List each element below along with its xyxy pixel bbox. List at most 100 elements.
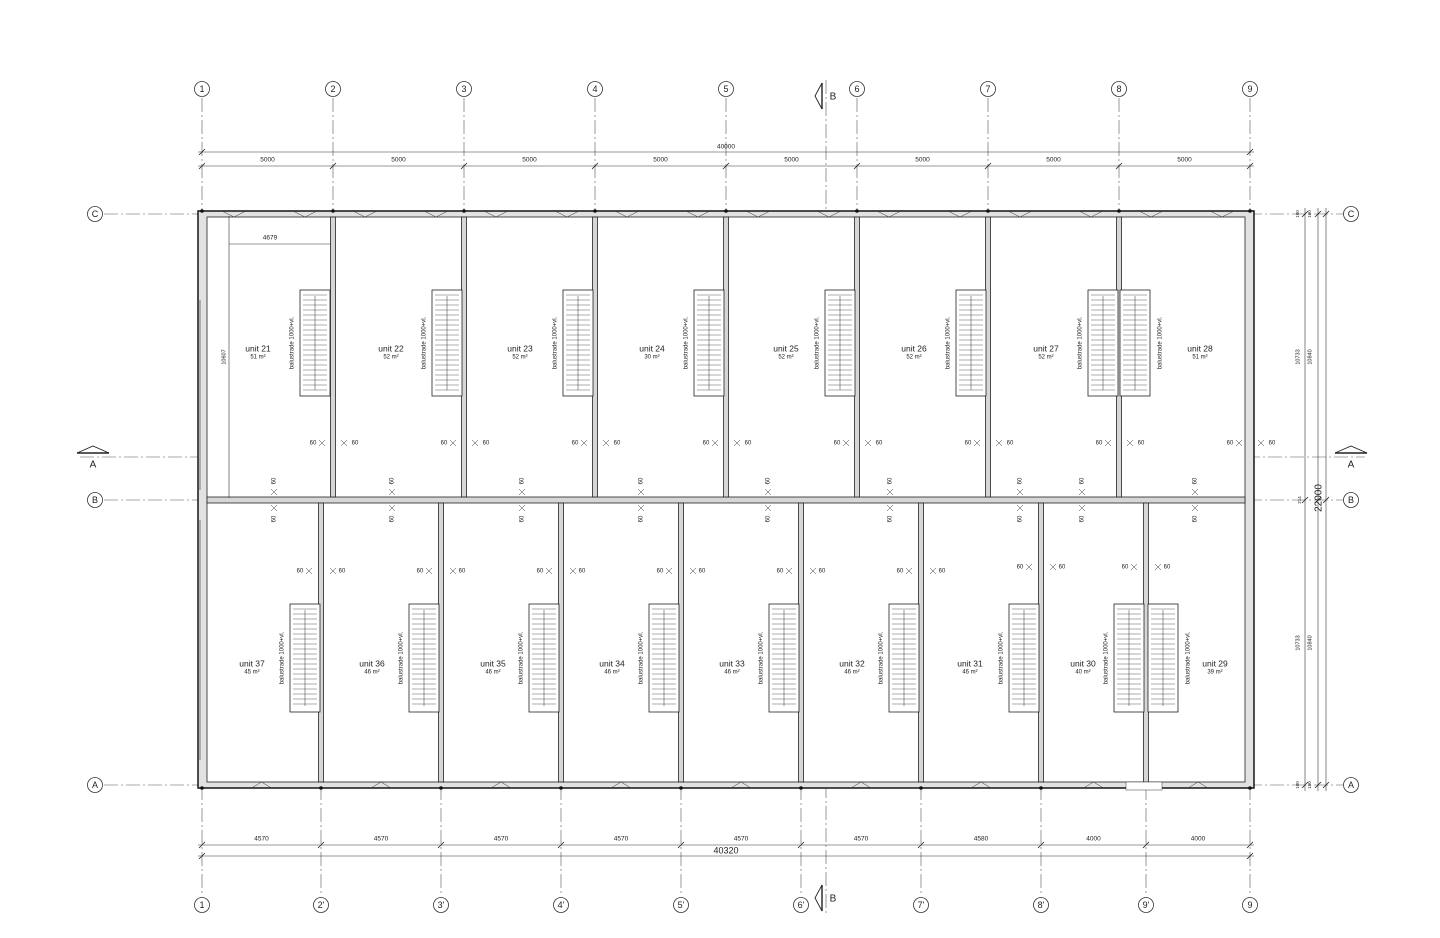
- stair-label-top: balustrade 1000+vl.: [553, 316, 559, 369]
- grid-bubble-top: [194, 81, 210, 97]
- dim-tick: [198, 162, 206, 170]
- dim-tick: [917, 841, 925, 849]
- dim-tick: [1301, 781, 1309, 789]
- offset-mark: [1191, 488, 1199, 512]
- window-top: [745, 210, 842, 218]
- grid-label-bottom: 1: [199, 900, 204, 910]
- unit-name-bottom: unit 35: [480, 658, 506, 668]
- stair-label-bottom: balustrade 1000+vl.: [399, 631, 405, 684]
- dim-tick: [198, 852, 206, 860]
- dimension-top-segment: 5000: [1046, 157, 1061, 164]
- unit-area-top: 52 m²: [906, 355, 921, 361]
- offset-mark: [711, 439, 741, 447]
- offset-label: 60: [441, 441, 448, 447]
- window-bottom: [1083, 781, 1104, 789]
- unit-name-top: unit 22: [378, 343, 404, 353]
- grid-label-row-right: C: [1348, 209, 1355, 219]
- offset-mark: [270, 488, 278, 512]
- grid-bubble-bottom: [1242, 897, 1258, 913]
- grid-bubble-bottom: [913, 897, 929, 913]
- offset-mark: [1130, 563, 1162, 571]
- window-top: [1007, 210, 1104, 218]
- dim-tick: [1322, 781, 1330, 789]
- stair-label-top: balustrade 1000+vl.: [422, 316, 428, 369]
- grid-bubble-top: [849, 81, 865, 97]
- grid-bubble-bottom: [1033, 897, 1049, 913]
- dim-tick: [198, 841, 206, 849]
- offset-label-vertical: 60: [888, 515, 894, 522]
- dim-tick: [557, 841, 565, 849]
- unit-area-top: 51 m²: [1192, 355, 1207, 361]
- grid-bubble-top: [980, 81, 996, 97]
- dim-tick: [1246, 852, 1254, 860]
- grid-bubble-bottom: [1138, 897, 1154, 913]
- unit-name-bottom: unit 34: [599, 658, 625, 668]
- grid-bubble-row-left: [87, 492, 103, 508]
- unit-name-bottom: unit 36: [359, 658, 385, 668]
- dim-tick: [1246, 162, 1254, 170]
- stair-label-bottom: balustrade 1000+vl.: [759, 631, 765, 684]
- offset-label: 60: [1017, 565, 1024, 571]
- grid-label-bottom: 7': [918, 900, 925, 910]
- window-bottom: [970, 781, 992, 789]
- offset-label-vertical: 60: [1080, 477, 1086, 484]
- dim-tick: [722, 162, 730, 170]
- offset-label: 60: [537, 569, 544, 575]
- offset-mark: [318, 439, 348, 447]
- dim-tick: [329, 162, 337, 170]
- dim-tick: [1322, 210, 1330, 218]
- window-top: [352, 210, 449, 218]
- section-a-label-left: A: [90, 460, 97, 471]
- dim-tick: [591, 162, 599, 170]
- grid-bubble-top: [718, 81, 734, 97]
- unit-area-top: 51 m²: [250, 355, 265, 361]
- grid-bubble-bottom: [553, 897, 569, 913]
- dim-tick: [1246, 841, 1254, 849]
- grid-label-bottom: 5': [678, 900, 685, 910]
- offset-label: 60: [614, 441, 621, 447]
- offset-mark: [1025, 563, 1057, 571]
- dimension-bottom-segment: 4000: [1191, 836, 1206, 843]
- section-a-marker-right: [1334, 445, 1368, 454]
- offset-mark: [1104, 439, 1134, 447]
- offset-label-vertical: 60: [1193, 477, 1199, 484]
- offset-label: 60: [352, 441, 359, 447]
- grid-label-bottom: 9: [1247, 900, 1252, 910]
- grid-bubble-row-left: [87, 206, 103, 222]
- window-bottom: [610, 781, 632, 789]
- dimension-right-small: 100: [1307, 781, 1312, 789]
- unit-area-bottom: 46 m²: [364, 670, 379, 676]
- grid-bubble-bottom: [433, 897, 449, 913]
- stair-label-bottom: balustrade 1000+vl.: [999, 631, 1005, 684]
- dimension-bottom-segment: 4570: [494, 836, 509, 843]
- dim-tick: [198, 148, 206, 156]
- column-dot: [724, 209, 728, 213]
- offset-mark: [905, 567, 937, 575]
- unit-area-top: 52 m²: [1038, 355, 1053, 361]
- column-dot: [200, 786, 204, 790]
- dimension-right-lower: 10733: [1295, 635, 1301, 650]
- grid-label-top: 1: [199, 84, 204, 94]
- unit-name-top: unit 28: [1187, 343, 1213, 353]
- grid-bubble-row-right: [1343, 777, 1359, 793]
- window-top: [876, 210, 973, 218]
- offset-label: 60: [699, 569, 706, 575]
- offset-label: 60: [819, 569, 826, 575]
- grid-bubble-bottom: [313, 897, 329, 913]
- dimension-unit21-depth: 10607: [221, 349, 227, 364]
- column-dot: [319, 786, 323, 790]
- offset-label: 60: [417, 569, 424, 575]
- offset-label: 60: [834, 441, 841, 447]
- offset-mark: [305, 567, 337, 575]
- grid-bubble-top: [1242, 81, 1258, 97]
- party-wall-top: [330, 216, 336, 498]
- grid-label-bottom: 9': [1143, 900, 1150, 910]
- offset-mark: [580, 439, 610, 447]
- column-dot: [1039, 786, 1043, 790]
- offset-label: 60: [876, 441, 883, 447]
- unit-name-bottom: unit 33: [719, 658, 745, 668]
- offset-label: 60: [777, 569, 784, 575]
- dim-tick: [1246, 148, 1254, 156]
- window-bottom: [251, 781, 272, 789]
- offset-label-vertical: 60: [520, 515, 526, 522]
